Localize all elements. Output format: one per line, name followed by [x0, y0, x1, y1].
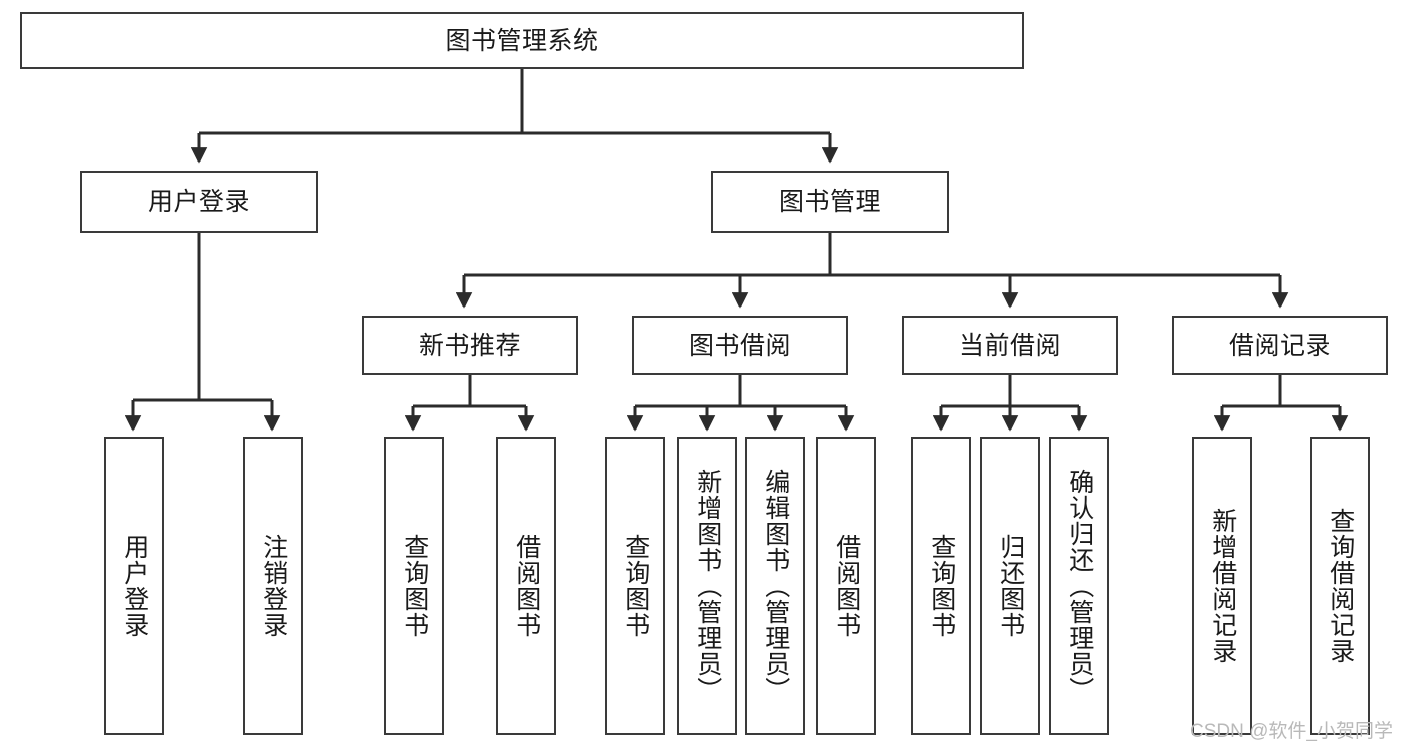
node-label: 当前借阅: [958, 331, 1061, 360]
leaf-user-login-login[interactable]: 用户登录: [104, 437, 164, 735]
node-label: 借阅记录: [1228, 331, 1331, 360]
node-label: 用户登录: [147, 188, 250, 216]
leaf-record-add-record[interactable]: 新增借阅记录: [1192, 437, 1252, 735]
node-label: 确认归还（管理员）: [1065, 469, 1094, 703]
node-label: 图书借阅: [688, 331, 791, 360]
leaf-current-return-book[interactable]: 归还图书: [980, 437, 1040, 735]
leaf-recommend-query-book[interactable]: 查询图书: [384, 437, 444, 735]
leaf-borrow-add-book[interactable]: 新增图书（管理员）: [677, 437, 737, 735]
node-book-management[interactable]: 图书管理: [711, 171, 949, 233]
node-current-borrow[interactable]: 当前借阅: [902, 316, 1118, 375]
leaf-borrow-query-book[interactable]: 查询图书: [605, 437, 665, 735]
leaf-current-confirm-return[interactable]: 确认归还（管理员）: [1049, 437, 1109, 735]
node-label: 借阅图书: [512, 534, 541, 638]
node-label: 注销登录: [259, 534, 288, 638]
leaf-record-query-record[interactable]: 查询借阅记录: [1310, 437, 1370, 735]
watermark: CSDN @软件_小贺同学: [1190, 721, 1393, 742]
node-label: 图书管理: [778, 188, 881, 216]
node-new-book-recommend[interactable]: 新书推荐: [362, 316, 578, 375]
leaf-recommend-borrow-book[interactable]: 借阅图书: [496, 437, 556, 735]
node-label: 新增借阅记录: [1208, 508, 1237, 664]
leaf-user-login-logout[interactable]: 注销登录: [243, 437, 303, 735]
node-label: 查询图书: [621, 534, 650, 638]
node-borrow-record[interactable]: 借阅记录: [1172, 316, 1388, 375]
node-label: 归还图书: [996, 534, 1025, 638]
leaf-current-query-book[interactable]: 查询图书: [911, 437, 971, 735]
leaf-borrow-borrow-book[interactable]: 借阅图书: [816, 437, 876, 735]
node-label: 新增图书（管理员）: [693, 469, 722, 703]
node-label: 查询图书: [400, 534, 429, 638]
node-label: 借阅图书: [832, 534, 861, 638]
node-label: 编辑图书（管理员）: [761, 469, 790, 703]
node-label: 用户登录: [120, 534, 149, 638]
leaf-borrow-edit-book[interactable]: 编辑图书（管理员）: [745, 437, 805, 735]
node-label: 查询借阅记录: [1326, 508, 1355, 664]
node-book-borrow[interactable]: 图书借阅: [632, 316, 848, 375]
node-label: 图书管理系统: [445, 26, 599, 55]
node-root-system[interactable]: 图书管理系统: [20, 12, 1024, 69]
node-label: 新书推荐: [418, 331, 521, 360]
node-user-login[interactable]: 用户登录: [80, 171, 318, 233]
node-label: 查询图书: [927, 534, 956, 638]
